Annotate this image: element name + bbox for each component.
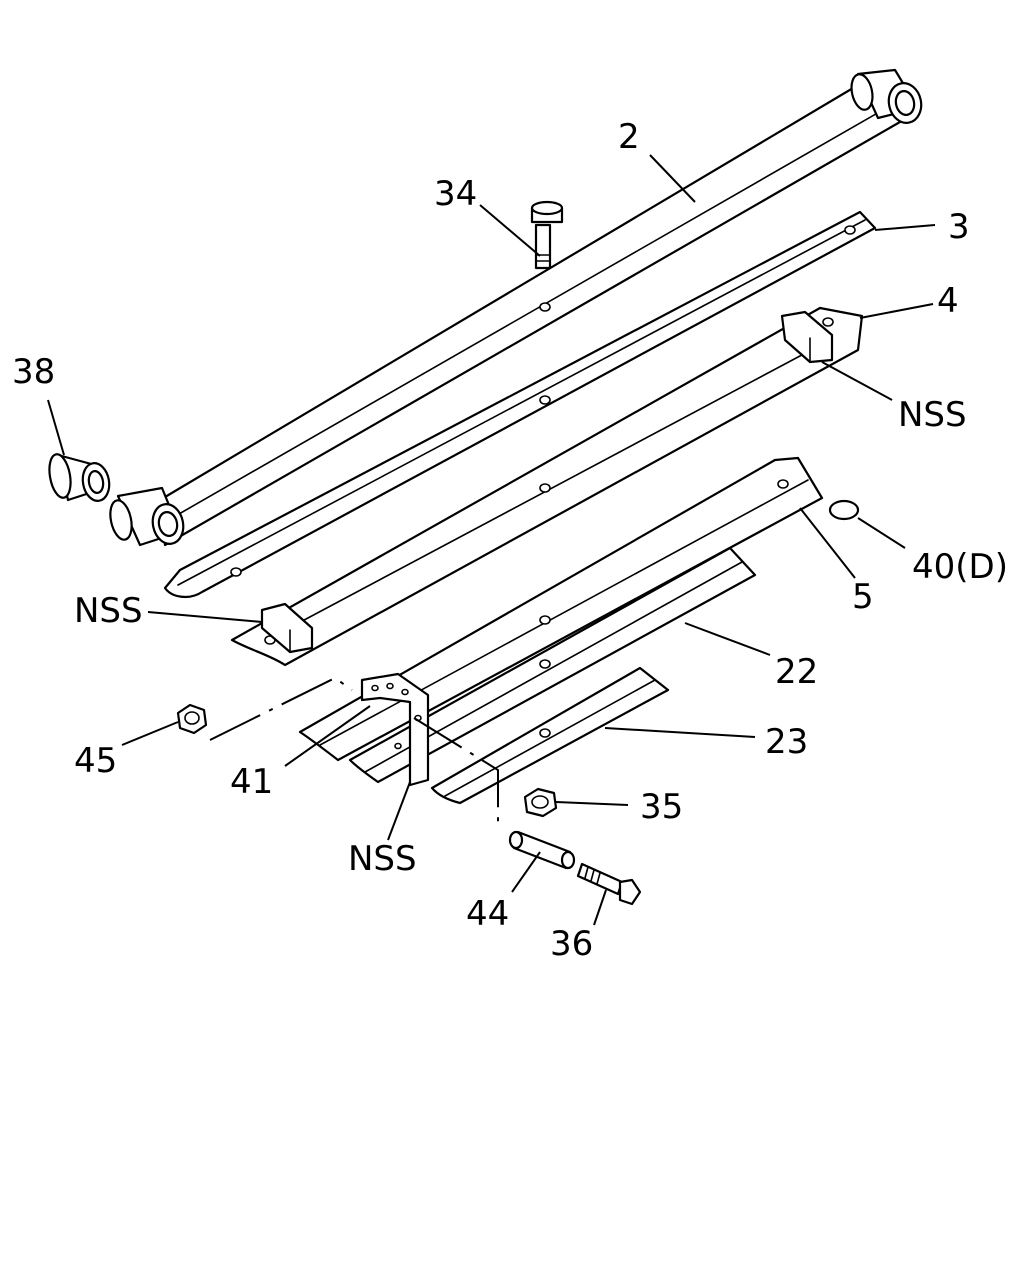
label-3: 3 [948,207,970,247]
leaf-3 [163,210,877,598]
bolt-36 [576,862,642,906]
label-41: 41 [230,762,273,802]
label-nss-bottom: NSS [348,839,417,879]
nut-35 [523,787,558,818]
label-23: 23 [765,722,808,762]
label-36: 36 [550,924,593,964]
nut-45 [176,703,208,735]
label-34: 34 [434,174,477,214]
assembly-line-left [209,676,353,741]
assembly-line-right [413,717,499,828]
label-35: 35 [640,787,683,827]
label-45: 45 [74,741,117,781]
clip-41 [360,672,430,787]
leaf-23 [430,666,670,805]
spacer-44 [508,830,576,870]
label-22: 22 [775,652,818,692]
leader-lines [47,154,936,926]
main-leaf-2 [109,68,923,547]
bushing-38 [48,453,111,502]
label-44: 44 [466,894,509,934]
label-nss-left: NSS [74,591,143,631]
label-2: 2 [618,117,640,157]
leaf-4 [230,306,864,667]
label-nss-right: NSS [898,395,967,435]
label-40: 40(D) [912,547,1008,587]
center-bolt-34 [530,200,564,270]
label-5: 5 [852,577,874,617]
label-4: 4 [937,281,959,321]
label-38: 38 [12,352,55,392]
cap-40 [828,499,860,521]
